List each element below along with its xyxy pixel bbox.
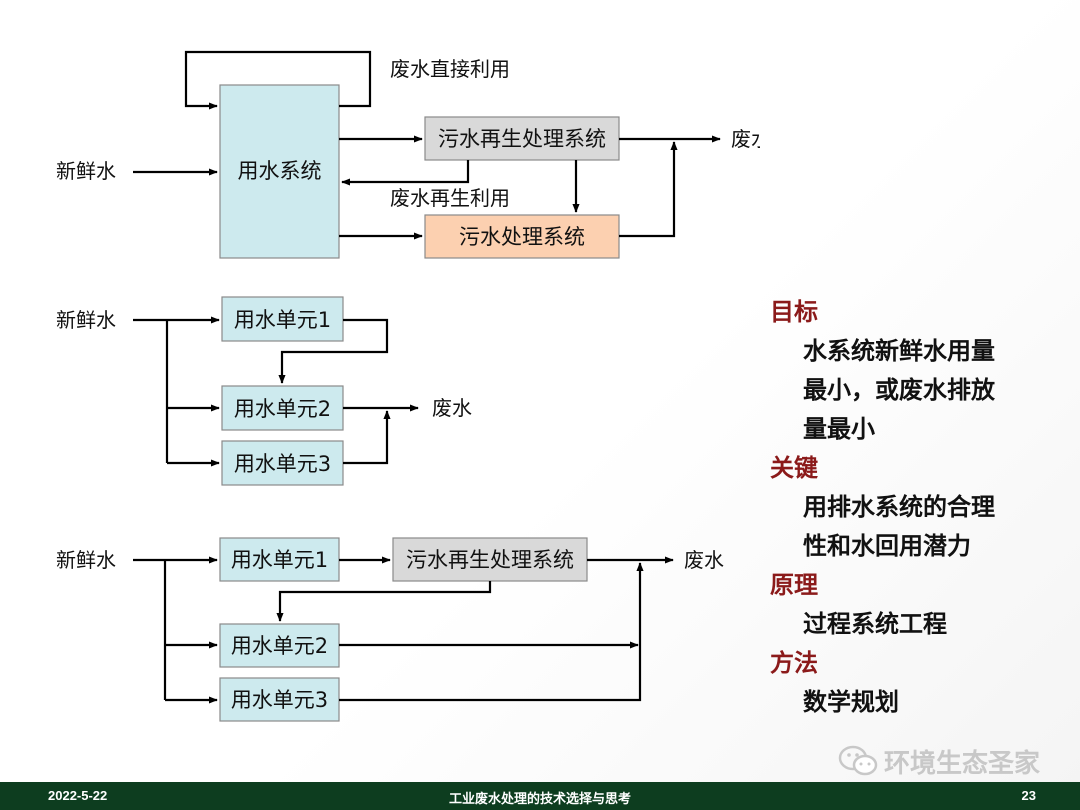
diagram-system-overview: 用水系统 污水再生处理系统 污水处理系统 新鲜水 废水直接利用 废水再生利用 废… bbox=[56, 50, 760, 259]
note-heading-key: 关键 bbox=[770, 454, 818, 482]
note-text: 水系统新鲜水用量 bbox=[803, 337, 995, 365]
watermark: 环境生态圣家 bbox=[838, 743, 1040, 779]
unit2-box bbox=[219, 623, 340, 668]
fresh-water-label: 新鲜水 bbox=[56, 308, 116, 332]
fresh-water-label: 新鲜水 bbox=[56, 548, 116, 572]
note-heading-principle: 原理 bbox=[770, 571, 818, 599]
watermark-text: 环境生态圣家 bbox=[884, 748, 1041, 779]
water-system-diagrams: 用水系统 污水再生处理系统 污水处理系统 新鲜水 废水直接利用 废水再生利用 废… bbox=[56, 50, 760, 722]
direct-reuse-label: 废水直接利用 bbox=[390, 57, 510, 81]
unit1-to-unit2-arrow bbox=[278, 318, 389, 384]
treatment-out-arrow bbox=[619, 141, 678, 238]
unit1-label: 用水单元1 bbox=[234, 308, 331, 332]
waste-label: 废水 bbox=[432, 396, 472, 420]
notes-panel: 目标 水系统新鲜水用量 最小，或废水排放 量最小 关键 用排水系统的合理 性和水… bbox=[770, 293, 1070, 722]
unit3-out-arrow bbox=[343, 410, 391, 465]
unit2-box bbox=[221, 385, 344, 431]
regenerated-return-arrow bbox=[341, 160, 470, 186]
unit3-label: 用水单元3 bbox=[234, 452, 331, 476]
unit1-box bbox=[221, 296, 344, 342]
note-heading-method: 方法 bbox=[770, 649, 818, 677]
unit3-box bbox=[221, 440, 344, 486]
treatment-system-label: 污水处理系统 bbox=[459, 225, 585, 249]
direct-reuse-loop bbox=[184, 50, 372, 110]
footer-page-number: 23 bbox=[1021, 788, 1036, 803]
note-text: 数学规划 bbox=[803, 688, 899, 716]
water-use-system-label: 用水系统 bbox=[238, 159, 322, 183]
waste-label: 废水 bbox=[684, 548, 724, 572]
treatment-system-box bbox=[424, 214, 620, 259]
fresh-water-label: 新鲜水 bbox=[56, 159, 116, 183]
regeneration-system-label: 污水再生处理系统 bbox=[406, 548, 574, 572]
note-heading-goal: 目标 bbox=[770, 298, 818, 326]
regen-to-unit2-arrow bbox=[276, 581, 492, 622]
regeneration-system-box bbox=[424, 116, 620, 161]
note-text: 最小，或废水排放 bbox=[803, 376, 995, 404]
note-text: 过程系统工程 bbox=[803, 610, 947, 638]
footer-bar: 2022-5-22 工业废水处理的技术选择与思考 23 bbox=[0, 782, 1080, 810]
diagram-series-reuse: 新鲜水 用水单元1 用水单元2 用水单元3 废水 bbox=[56, 296, 472, 486]
regeneration-system-label: 污水再生处理系统 bbox=[438, 127, 606, 151]
note-text: 性和水回用潜力 bbox=[803, 532, 971, 560]
unit2-label: 用水单元2 bbox=[234, 397, 331, 421]
unit1-label: 用水单元1 bbox=[231, 548, 328, 572]
unit1-box bbox=[219, 537, 340, 582]
regen-reuse-label: 废水再生利用 bbox=[390, 186, 510, 210]
unit3-box bbox=[219, 677, 340, 722]
footer-title: 工业废水处理的技术选择与思考 bbox=[448, 791, 631, 806]
footer-date: 2022-5-22 bbox=[48, 788, 108, 803]
unit2-label: 用水单元2 bbox=[231, 634, 328, 658]
chat-bubble-icon bbox=[838, 745, 878, 776]
diagram-regeneration-reuse: 新鲜水 用水单元1 污水再生处理系统 用水单元2 用水单元3 废水 bbox=[56, 537, 724, 722]
note-text: 量最小 bbox=[803, 415, 875, 443]
note-text: 用排水系统的合理 bbox=[803, 493, 995, 521]
water-use-system-box bbox=[219, 84, 340, 259]
unit3-label: 用水单元3 bbox=[231, 688, 328, 712]
unit3-out-arrow bbox=[339, 562, 644, 702]
discharge-label: 废水排放 bbox=[731, 127, 760, 151]
